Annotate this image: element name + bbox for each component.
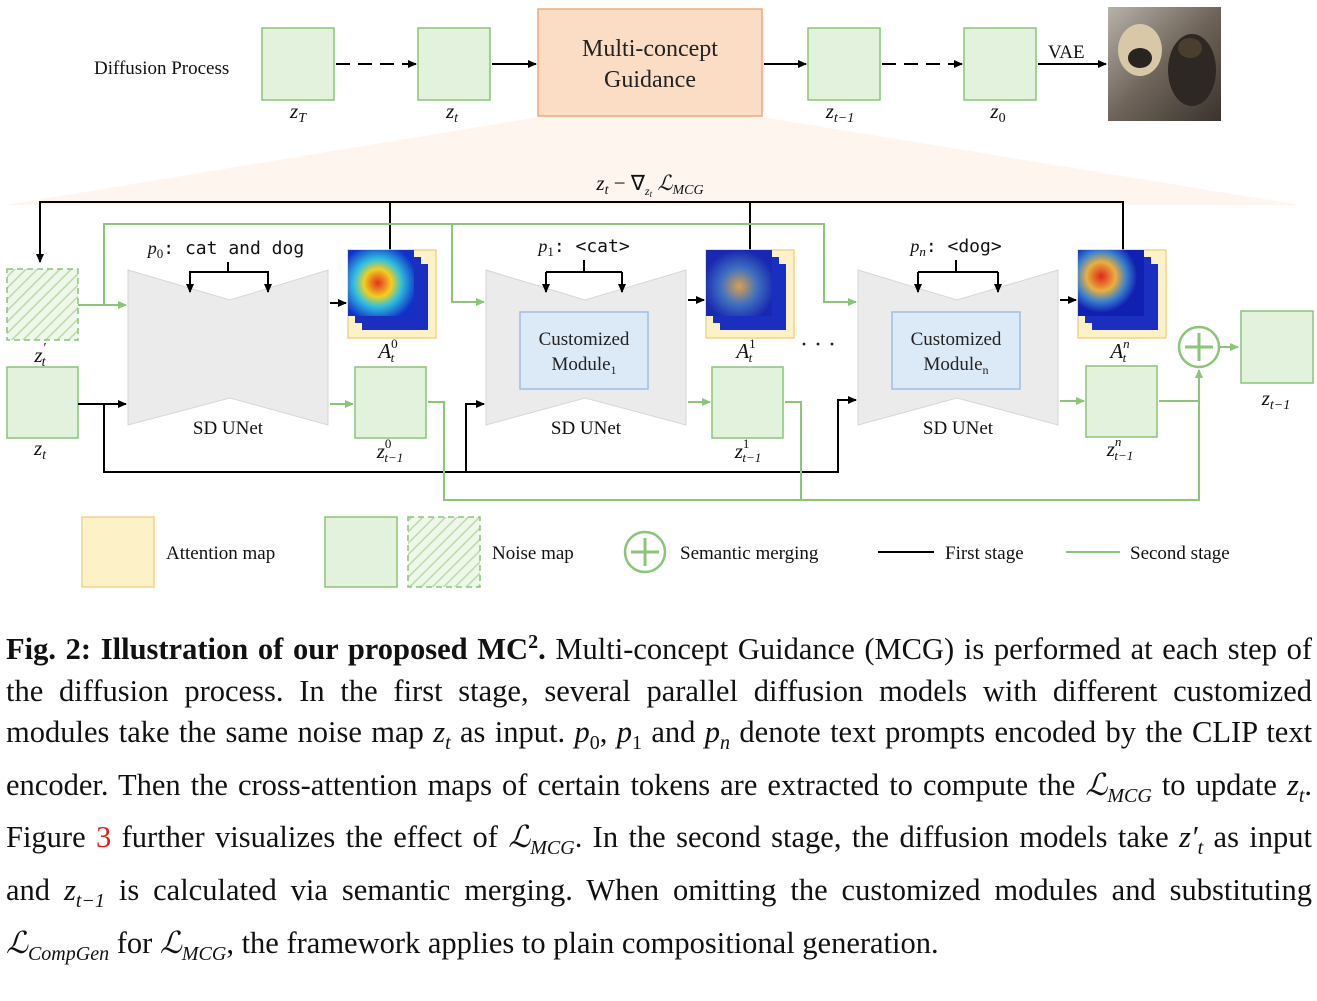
noise-map-final [1240,310,1314,384]
caption-s9: as input and [6,820,1313,907]
caption-title: Illustration of our proposed MC [100,632,529,667]
label-zt-top: zt [445,99,459,126]
label-zT: zT [289,99,307,126]
attention-map-n [1077,249,1167,339]
attention-map-1 [705,249,795,339]
module-1-line1: Customized [539,329,630,350]
module-n-line1: Customized [911,329,1002,350]
diffusion-process-label: Diffusion Process [94,58,229,79]
legend-noise-prime-swatch [407,516,481,588]
legend: Attention map Noise map Semantic merging… [81,516,1230,588]
noise-map-out-0 [354,366,427,439]
figure-reference-link[interactable]: 3 [96,820,112,855]
legend-noise-swatch [324,516,398,588]
caption-s3: and [651,715,696,750]
prompt-p0: p0: cat and dog [146,238,304,261]
module-1-line2: Module1 [551,354,616,377]
legend-attention-swatch [81,516,155,588]
module-n-line2: Modulen [923,354,988,377]
caption-s1: Multi-concept Guidance (MCG) is performe… [6,632,1313,750]
attention-map-0 [347,249,437,339]
noise-map-zt-top [417,27,491,101]
zoom-region [6,117,1300,205]
label-z0: z0 [989,99,1005,126]
noise-map-zT [261,27,335,101]
unet-label-n: SD UNet [923,418,994,439]
guidance-line2: Guidance [604,67,696,93]
generated-photo [1108,7,1221,121]
caption-s6: . Figure [6,767,1313,855]
sd-unet-0 [127,269,329,426]
caption-s7: further visualizes the effect of [121,820,498,855]
customized-module-1 [519,311,649,390]
caption-s10: is calculated via semantic merging. When… [118,872,1313,907]
vae-label: VAE [1048,42,1085,63]
caption-s5: to update [1161,767,1277,802]
label-zt: zt [33,436,47,463]
legend-first-label: First stage [945,543,1024,564]
noise-map-z0 [963,27,1037,101]
label-final: zt−1 [1261,386,1291,413]
customized-module-n [891,311,1021,390]
noise-map-zt [6,366,79,439]
caption-s2: as input. [460,715,566,750]
unet-label-0: SD UNet [193,418,264,439]
guidance-line1: Multi-concept [582,36,718,62]
label-zt-1-top: zt−1 [825,99,855,126]
semantic-merging-node [1177,325,1221,369]
caption-title-end: . [538,632,546,667]
prompt-pn: pn: <dog> [908,236,1002,259]
caption-s8: . In the second stage, the diffusion mod… [574,820,1169,855]
ellipsis-dots: · · · [800,332,836,358]
prompt-p1: p1: <cat> [536,236,630,259]
caption-prefix: Fig. 2: [6,632,92,667]
unet-label-1: SD UNet [551,418,622,439]
legend-merging-icon [623,530,667,574]
caption-title-sup: 2 [528,631,539,653]
framework-diagram: Diffusion Process Multi-concept Guidance… [6,7,1314,588]
figure-caption: Fig. 2: Illustration of our proposed MC2… [6,631,1313,965]
legend-merging-label: Semantic merging [680,543,819,564]
label-z-prime: z′t [33,341,46,370]
noise-map-z-prime [6,268,79,341]
noise-map-out-1 [711,366,784,439]
noise-map-zt-1-top [807,27,881,101]
caption-s4: denote text prompts encoded by the CLIP … [6,715,1313,802]
legend-noise-label: Noise map [492,543,574,564]
caption-s11: for [116,925,153,960]
noise-map-out-n [1085,365,1158,438]
multi-concept-guidance-box [537,8,763,117]
legend-attention-label: Attention map [166,543,275,564]
legend-second-label: Second stage [1130,543,1230,564]
caption-s12: , the framework applies to plain composi… [226,925,939,960]
